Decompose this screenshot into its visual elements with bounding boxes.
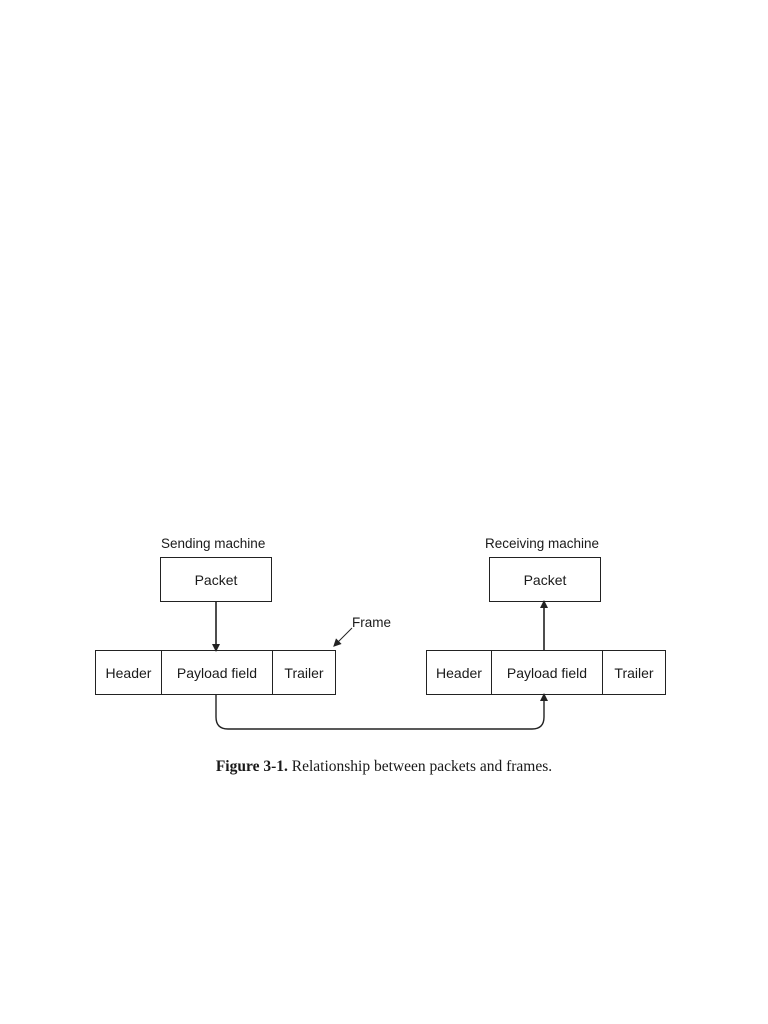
- sending-trailer-cell: Trailer: [272, 651, 335, 694]
- frame-callout-pointer: [333, 627, 353, 647]
- sending-payload-label: Payload field: [176, 664, 258, 681]
- sending-packet-box: Packet: [160, 557, 272, 602]
- sending-frame: Header Payload field Trailer: [95, 650, 336, 695]
- sending-header-cell: Header: [96, 651, 161, 694]
- sending-header-label: Header: [105, 664, 152, 681]
- receiving-payload-label: Payload field: [506, 664, 588, 681]
- receiving-header-cell: Header: [427, 651, 491, 694]
- receiving-header-label: Header: [436, 664, 482, 681]
- figure-number: Figure 3-1.: [215, 758, 288, 775]
- receiving-frame: Header Payload field Trailer: [426, 650, 666, 695]
- receiving-packet-box: Packet: [489, 557, 601, 602]
- transmission-path-arrow: [215, 693, 548, 730]
- figure-caption: Figure 3-1. Relationship between packets…: [0, 758, 768, 776]
- receiving-trailer-label: Trailer: [614, 664, 654, 681]
- frame-callout-label: Frame: [352, 615, 392, 630]
- sending-machine-title: Sending machine: [161, 536, 266, 551]
- figure-caption-text: Relationship between packets and frames.: [291, 758, 553, 775]
- receiving-machine-title: Receiving machine: [485, 536, 600, 551]
- sending-packet-label: Packet: [194, 571, 238, 588]
- receiving-payload-cell: Payload field: [491, 651, 602, 694]
- sending-trailer-label: Trailer: [284, 664, 324, 681]
- receiving-trailer-cell: Trailer: [602, 651, 665, 694]
- receiving-packet-label: Packet: [523, 571, 567, 588]
- sending-payload-cell: Payload field: [161, 651, 272, 694]
